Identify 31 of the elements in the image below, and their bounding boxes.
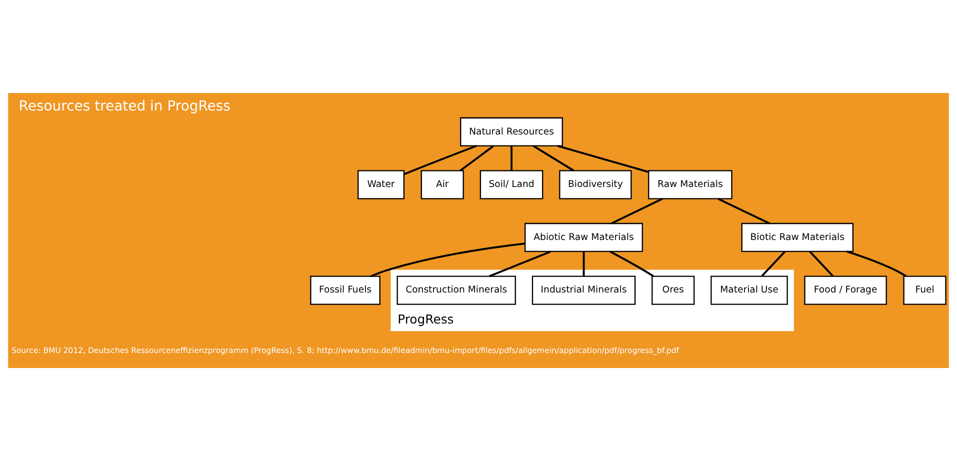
connector — [404, 144, 477, 176]
node-box: Natural Resources — [460, 117, 563, 146]
connector — [532, 145, 574, 172]
node-box: Abiotic Raw Materials — [524, 222, 643, 252]
node-box: Soil/ Land — [480, 170, 544, 200]
node-box: Industrial Minerals — [532, 276, 636, 305]
connector — [582, 252, 585, 276]
connector — [370, 242, 526, 278]
diagram-title: Resources treated in ProgRess — [18, 98, 230, 114]
node-box: Food / Forage — [804, 276, 887, 305]
node-box: Ores — [652, 276, 695, 305]
connector — [846, 250, 907, 278]
connector — [718, 198, 770, 224]
node-box: Fuel — [903, 276, 946, 305]
caption: Source: BMU 2012, Deutsches Ressourceneffizienzprogramm (ProgRess), S. 8; http://www.bmu.de/fileadmin/bmu-import/files/pdfs/allgemein/application/pdf/progress_bf.pdf — [12, 346, 680, 355]
node-box: Material Use — [710, 276, 788, 305]
node-box: Raw Materials — [648, 170, 732, 200]
node-box: Air — [420, 170, 464, 200]
connector — [610, 198, 663, 224]
connector — [488, 250, 551, 278]
connector — [558, 144, 649, 173]
node-box: Water — [358, 170, 404, 200]
node-box: Construction Minerals — [396, 276, 516, 305]
connector — [761, 251, 786, 277]
connector — [510, 146, 512, 170]
node-box: Biodiversity — [559, 170, 632, 200]
node-box: Biotic Raw Materials — [741, 222, 854, 252]
node-box: Fossil Fuels — [310, 276, 380, 305]
connector — [460, 145, 494, 172]
connector — [809, 251, 834, 277]
connector — [610, 250, 654, 278]
